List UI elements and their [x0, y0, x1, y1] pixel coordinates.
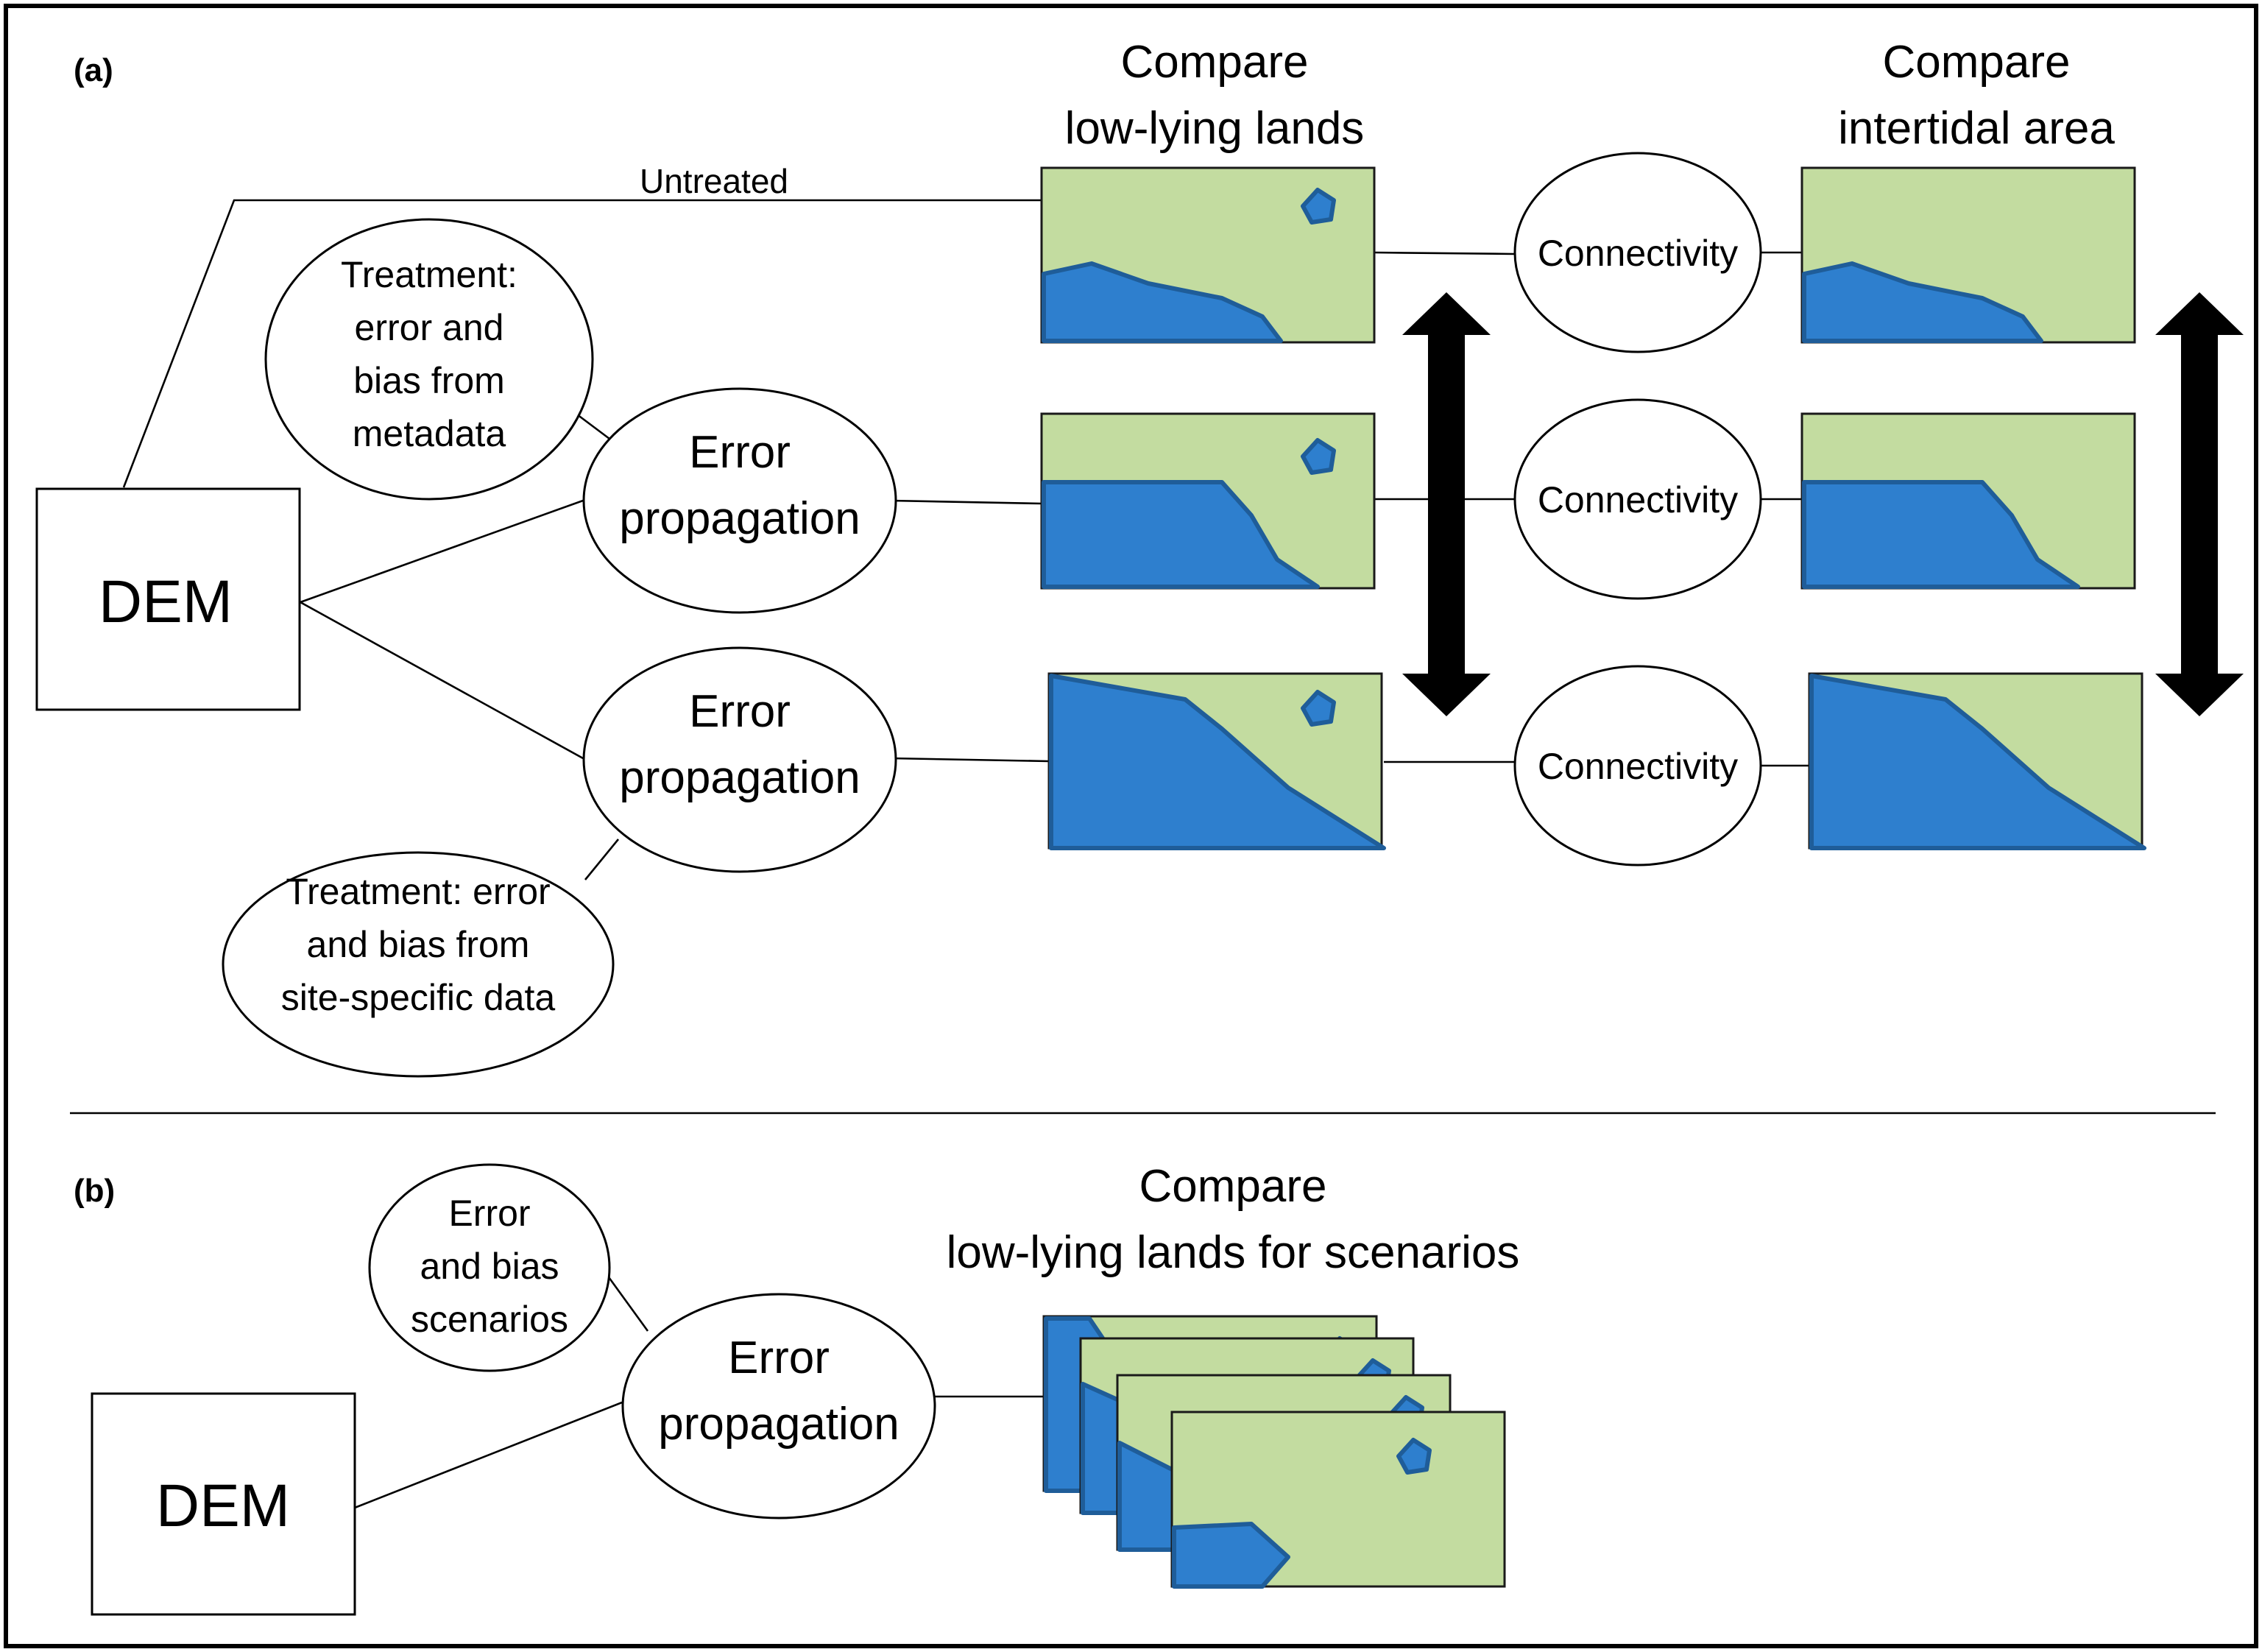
lowlying-map-untreated — [1040, 166, 1376, 344]
dem-box-b: DEM — [91, 1392, 356, 1616]
ep1-to-map-line — [890, 499, 1042, 505]
svg-text:Treatment:: Treatment: — [341, 254, 517, 295]
error-propagation-node-1: Error propagation — [582, 387, 897, 614]
header-intertidal-line2: intertidal area — [1838, 103, 2115, 154]
svg-text:scenarios: scenarios — [411, 1299, 568, 1340]
svg-text:and bias from: and bias from — [307, 924, 530, 965]
dem-box-a: DEM — [35, 487, 301, 711]
connectors-b — [354, 1271, 1044, 1509]
svg-text:propagation: propagation — [658, 1399, 900, 1450]
dem-label-b: DEM — [156, 1472, 290, 1539]
svg-text:Connectivity: Connectivity — [1538, 746, 1738, 787]
header-lowlying-line2: low-lying lands — [1065, 103, 1365, 154]
svg-text:propagation: propagation — [619, 752, 860, 803]
water-polygon — [1802, 480, 2080, 589]
scenario-map-stack — [1042, 1315, 1506, 1589]
svg-text:Connectivity: Connectivity — [1538, 479, 1738, 520]
dem-label-a: DEM — [99, 568, 233, 635]
outer-frame — [4, 4, 2258, 1648]
svg-text:Error: Error — [448, 1193, 530, 1234]
connectivity-node-2: Connectivity — [1513, 398, 1762, 600]
untreated-label: Untreated — [640, 162, 788, 200]
water-polygon — [1042, 480, 1320, 589]
header-scenarios-line1: Compare — [1139, 1161, 1327, 1212]
treatment-metadata-node: Treatment: error and bias from metadata — [264, 218, 594, 501]
connectivity-node-1: Connectivity — [1513, 152, 1762, 353]
error-propagation-node-b: Error propagation — [621, 1293, 936, 1519]
svg-text:Error: Error — [689, 427, 791, 478]
treatment-site-to-ep2-line — [584, 839, 620, 880]
water-polygon — [1809, 674, 2146, 850]
compare-arrow-intertidal — [2155, 292, 2244, 716]
error-propagation-node-2: Error propagation — [582, 646, 897, 873]
scenarios-node: Error and bias scenarios — [368, 1163, 611, 1372]
dem-to-ep2-line — [300, 601, 584, 760]
svg-text:Error: Error — [689, 686, 791, 737]
untreated-line — [122, 199, 1042, 488]
lowlying-map-metadata — [1040, 412, 1376, 590]
water-polygon — [1049, 674, 1386, 850]
svg-text:Error: Error — [728, 1332, 830, 1383]
intertidal-map-metadata — [1800, 412, 2136, 590]
panel-b-label: (b) — [74, 1173, 115, 1209]
intertidal-map-untreated — [1800, 166, 2136, 344]
compare-arrow-lowlying — [1402, 292, 1491, 716]
scenario-map-4 — [1170, 1411, 1506, 1589]
intertidal-map-site — [1808, 672, 2146, 850]
svg-text:and bias: and bias — [420, 1246, 559, 1287]
dem-to-ep1-line — [300, 499, 584, 604]
svg-text:metadata: metadata — [353, 413, 506, 454]
header-lowlying-line1: Compare — [1121, 37, 1309, 88]
water-polygon — [1042, 261, 1283, 343]
lowlying-map-site — [1047, 672, 1386, 850]
svg-text:propagation: propagation — [619, 493, 860, 544]
connectivity-node-3: Connectivity — [1513, 665, 1762, 866]
svg-text:bias from: bias from — [353, 360, 505, 401]
treatment-site-node: Treatment: error and bias from site-spec… — [222, 851, 615, 1078]
svg-text:error and: error and — [355, 307, 504, 348]
svg-text:Treatment: error: Treatment: error — [286, 871, 550, 912]
header-scenarios-line2: low-lying lands for scenarios — [947, 1227, 1520, 1278]
panel-a-label: (a) — [74, 52, 113, 88]
water-polygon — [1802, 261, 2043, 343]
ep2-to-map-line — [890, 757, 1050, 763]
header-intertidal-line1: Compare — [1883, 37, 2071, 88]
map1-to-conn1-line — [1374, 251, 1516, 255]
svg-text:Connectivity: Connectivity — [1538, 233, 1738, 274]
svg-text:site-specific data: site-specific data — [281, 977, 556, 1018]
